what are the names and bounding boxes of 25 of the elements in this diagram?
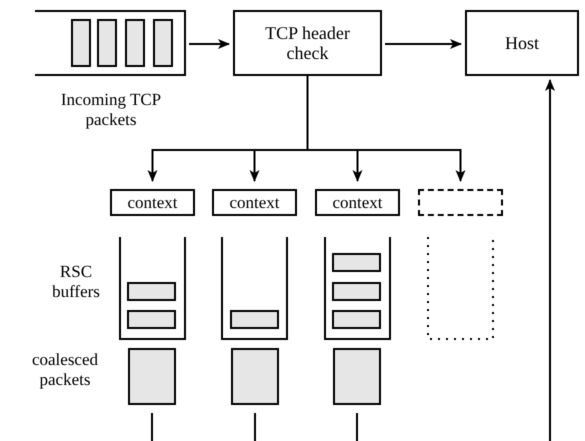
packet-queue-box bbox=[35, 10, 186, 76]
node-caption: Incoming TCP packets bbox=[60, 90, 162, 130]
node-label: context bbox=[229, 192, 280, 212]
context-box bbox=[212, 189, 297, 216]
coalesced-packet-box bbox=[333, 348, 381, 405]
process-box bbox=[233, 10, 382, 76]
connector-line bbox=[356, 413, 358, 441]
arrow bbox=[545, 79, 555, 441]
arrow bbox=[306, 76, 466, 182]
node-label: context bbox=[332, 192, 383, 212]
node-label: TCP header check bbox=[264, 23, 351, 63]
connector-line bbox=[254, 413, 256, 441]
part-label: coalesced packets bbox=[30, 350, 100, 390]
context-box bbox=[315, 189, 400, 216]
context-box bbox=[110, 189, 195, 216]
part-label: RSC buffers bbox=[51, 262, 101, 302]
node-label: context bbox=[127, 192, 178, 212]
arrow bbox=[189, 39, 230, 49]
node-label: Host bbox=[504, 33, 539, 53]
connector-line bbox=[151, 413, 153, 441]
empty-context-box bbox=[418, 189, 503, 216]
arrow bbox=[385, 39, 462, 49]
coalesced-packet-box bbox=[128, 348, 176, 405]
coalesced-packet-box bbox=[231, 348, 279, 405]
process-box bbox=[465, 10, 579, 76]
